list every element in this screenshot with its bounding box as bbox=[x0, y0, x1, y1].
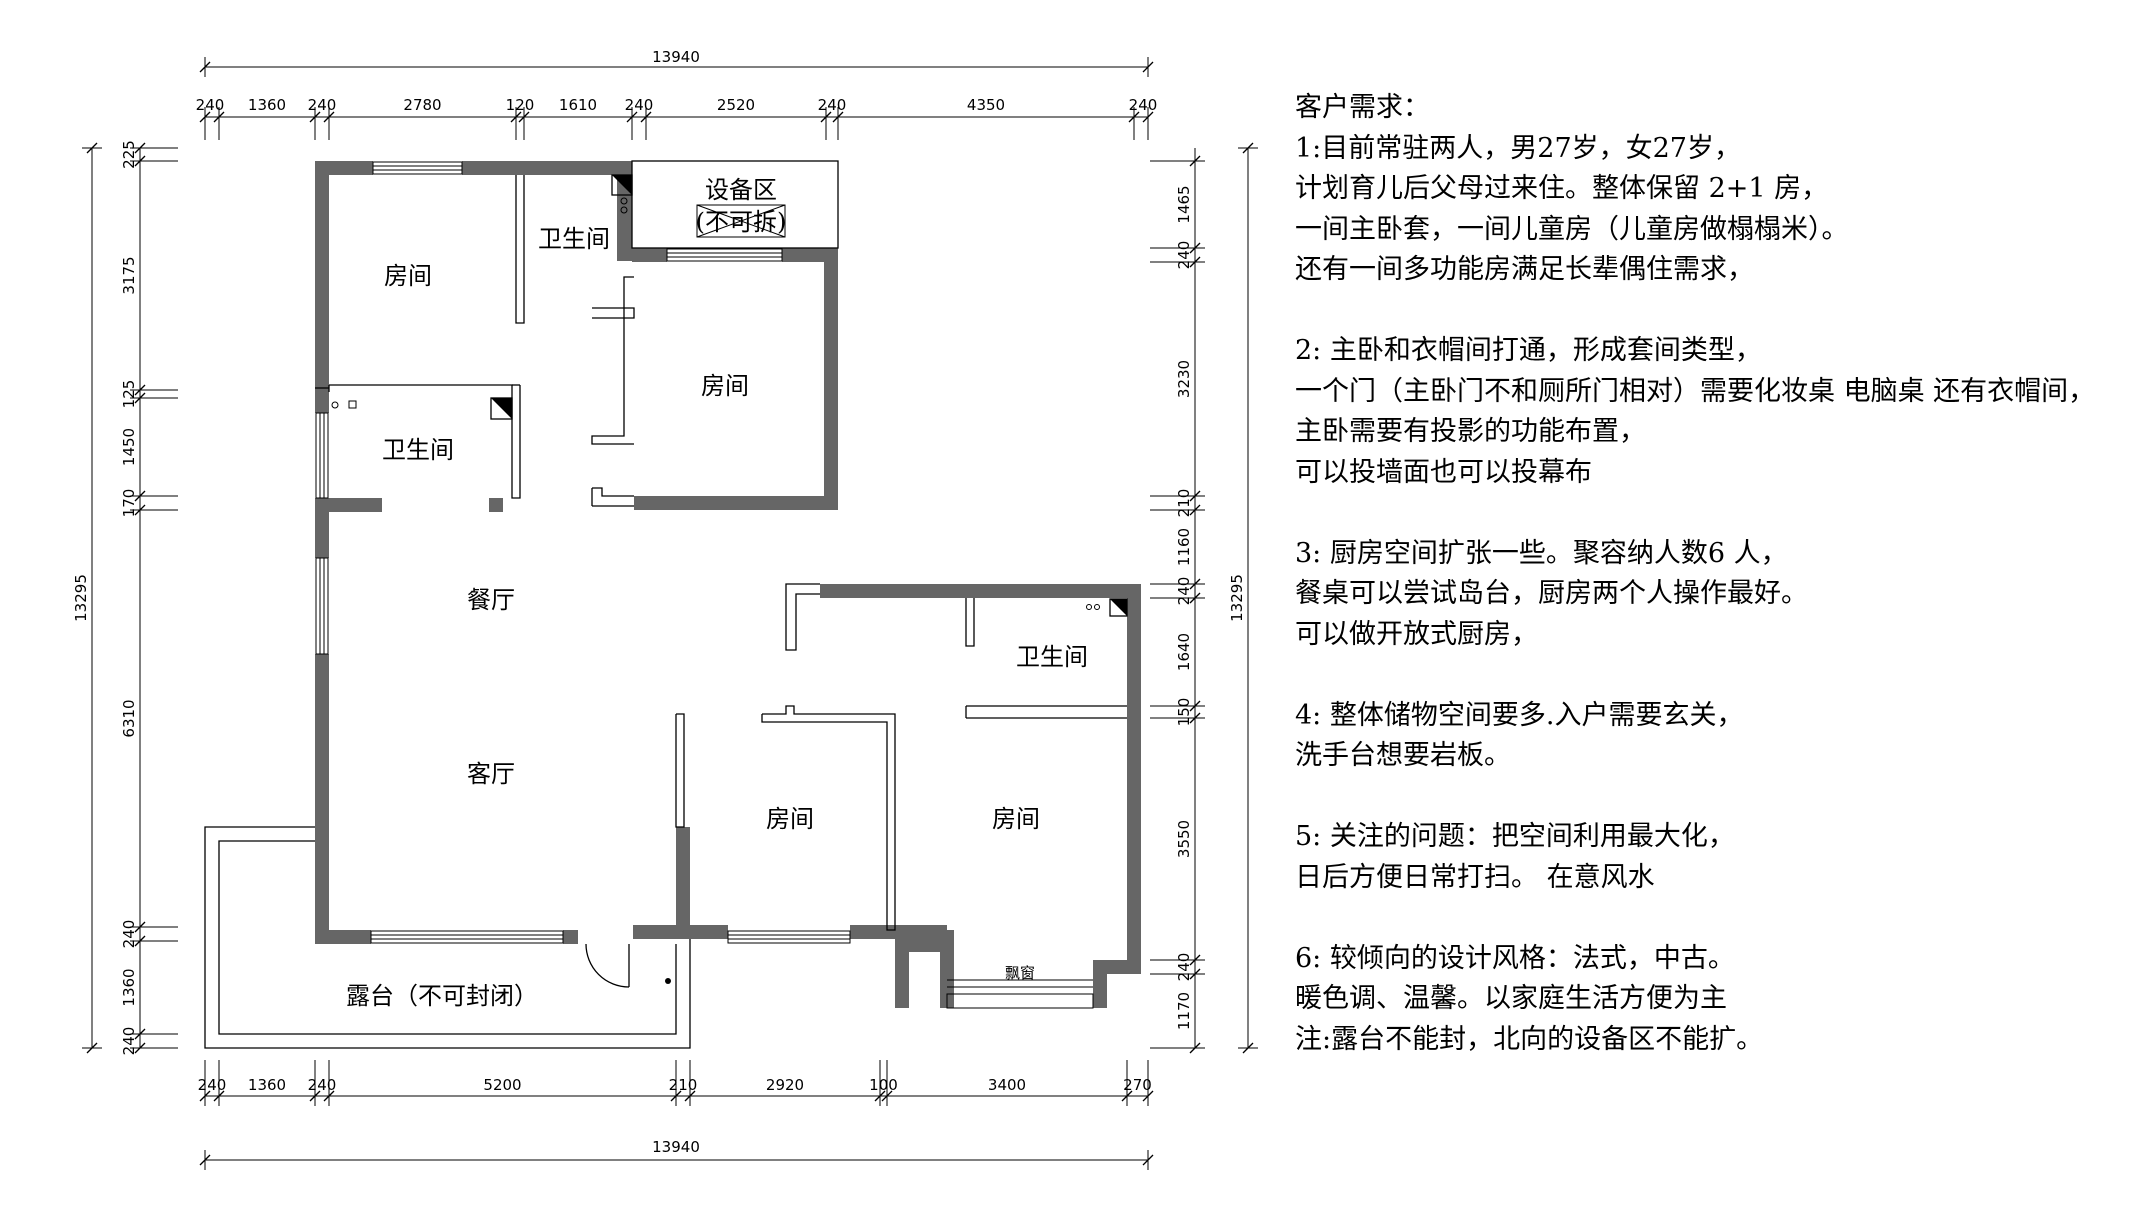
dimension-right: 3550 bbox=[1175, 820, 1193, 858]
room-label-terrace: 露台（不可封闭） bbox=[346, 982, 538, 1010]
room-label-dining: 餐厅 bbox=[467, 586, 515, 614]
requirement-line: 洗手台想要岩板。 bbox=[1295, 740, 1511, 771]
dimension-left: 225 bbox=[120, 140, 138, 169]
dimension-top: 1360 bbox=[248, 96, 286, 114]
dimension-top: 240 bbox=[308, 96, 337, 114]
dimension-lines: 13940 240 1360 240 2780 120 1610 240 2520 240 4350… bbox=[72, 48, 1258, 1170]
requirement-line: 餐桌可以尝试岛台，厨房两个人操作最好。 bbox=[1295, 578, 1808, 609]
dimension-bottom: 2920 bbox=[766, 1076, 804, 1094]
dimension-left: 125 bbox=[120, 380, 138, 409]
dimension-bottom: 100 bbox=[869, 1076, 898, 1094]
windows-and-partitions bbox=[204, 160, 1127, 1049]
room-label-bath-n: 卫生间 bbox=[538, 225, 610, 253]
requirement-line: 日后方便日常打扫。 在意风水 bbox=[1295, 861, 1655, 893]
requirement-line: 还有一间多功能房满足长辈偶住需求， bbox=[1295, 254, 1754, 285]
room-label-equip-note: (不可拆) bbox=[696, 208, 787, 236]
dimension-right: 150 bbox=[1175, 698, 1193, 727]
dimension-bottom: 1360 bbox=[248, 1076, 286, 1094]
walls bbox=[315, 161, 1141, 1008]
requirement-line: 计划育儿后父母过来住。整体保留 2+1 房， bbox=[1295, 173, 1829, 204]
requirement-line: 一个门（主卧门不和厕所门相对）需要化妆桌 电脑桌 还有衣帽间， bbox=[1295, 375, 2096, 407]
requirement-line: 注:露台不能封，北向的设备区不能扩。 bbox=[1295, 1023, 1764, 1055]
dimension-left-total: 13295 bbox=[72, 574, 90, 622]
requirement-line: 主卧需要有投影的功能布置， bbox=[1295, 416, 1646, 447]
dimension-top: 2780 bbox=[403, 96, 441, 114]
dimension-right: 3230 bbox=[1175, 360, 1193, 398]
dimension-left: 1360 bbox=[120, 968, 138, 1006]
dimension-right: 240 bbox=[1175, 241, 1193, 270]
dimension-bottom: 240 bbox=[198, 1076, 227, 1094]
dimension-bottom: 210 bbox=[669, 1076, 698, 1094]
requirement-line: 1:目前常驻两人，男27岁，女27岁， bbox=[1295, 132, 1741, 164]
dimension-bottom: 240 bbox=[308, 1076, 337, 1094]
dimension-right: 1170 bbox=[1175, 992, 1193, 1030]
requirement-line bbox=[1295, 291, 2135, 332]
requirements-list: 1:目前常驻两人，男27岁，女27岁， 计划育儿后父母过来住。整体保留 2+1 房… bbox=[1295, 129, 2135, 1061]
dimension-top: 4350 bbox=[967, 96, 1005, 114]
requirement-line: 可以做开放式厨房， bbox=[1295, 618, 1538, 650]
requirement-line bbox=[1295, 898, 2135, 939]
dimension-left: 3175 bbox=[120, 256, 138, 294]
room-label-s1: 房间 bbox=[766, 805, 814, 833]
dimension-right: 240 bbox=[1175, 953, 1193, 982]
dimension-bottom: 5200 bbox=[483, 1076, 521, 1094]
requirement-line: 4: 整体储物空间要多.入户需要玄关， bbox=[1295, 699, 1744, 731]
room-label-bath-w: 卫生间 bbox=[382, 436, 454, 464]
dimension-top: 240 bbox=[196, 96, 225, 114]
dimension-top-total: 13940 bbox=[652, 48, 700, 66]
bathroom-fixtures bbox=[331, 174, 1128, 984]
dimension-top: 240 bbox=[1129, 96, 1158, 114]
client-requirements: 客户需求： 1:目前常驻两人，男27岁，女27岁， 计划育儿后父母过来住。整体保留… bbox=[1295, 88, 2135, 1060]
requirement-line bbox=[1295, 493, 2135, 534]
dimension-right-total: 13295 bbox=[1228, 574, 1246, 622]
dimension-left: 240 bbox=[120, 1027, 138, 1056]
dimension-top: 240 bbox=[625, 96, 654, 114]
room-label-ne: 房间 bbox=[701, 372, 749, 400]
requirements-title: 客户需求： bbox=[1295, 92, 1430, 123]
dimension-top: 120 bbox=[506, 96, 535, 114]
dimension-left: 170 bbox=[120, 489, 138, 518]
dimension-top: 2520 bbox=[717, 96, 755, 114]
dimension-left: 240 bbox=[120, 920, 138, 949]
dimension-left: 1450 bbox=[120, 428, 138, 466]
requirement-line: 2: 主卧和衣帽间打通，形成套间类型， bbox=[1295, 335, 1762, 366]
dimension-bottom: 3400 bbox=[988, 1076, 1026, 1094]
requirement-line bbox=[1295, 655, 2135, 696]
requirement-line: 可以投墙面也可以投幕布 bbox=[1295, 456, 1592, 488]
dimension-right: 1160 bbox=[1175, 528, 1193, 566]
room-label-living: 客厅 bbox=[467, 760, 515, 788]
requirement-line: 3: 厨房空间扩张一些。聚容纳人数6 人， bbox=[1295, 537, 1788, 569]
room-label-equip: 设备区 bbox=[705, 176, 777, 204]
dimension-right: 210 bbox=[1175, 489, 1193, 518]
room-label-s2: 房间 bbox=[992, 805, 1040, 833]
dimension-left: 6310 bbox=[120, 699, 138, 737]
room-label-bath-e: 卫生间 bbox=[1016, 643, 1088, 671]
floor-plan: 13940 240 1360 240 2780 120 1610 240 2520 240 4350… bbox=[72, 48, 1258, 1170]
dimension-top: 240 bbox=[818, 96, 847, 114]
requirement-line: 暖色调、温馨。以家庭生活方便为主 bbox=[1295, 983, 1727, 1014]
room-label-bay: 飘窗 bbox=[1005, 964, 1035, 982]
requirement-line: 6: 较倾向的设计风格：法式，中古。 bbox=[1295, 942, 1735, 974]
dimension-top: 1610 bbox=[559, 96, 597, 114]
dimension-bottom: 270 bbox=[1123, 1076, 1152, 1094]
requirement-line bbox=[1295, 777, 2135, 818]
dimension-right: 1640 bbox=[1175, 633, 1193, 671]
requirement-line: 一间主卧套，一间儿童房（儿童房做榻榻米）。 bbox=[1295, 213, 1849, 245]
dimension-right: 1465 bbox=[1175, 185, 1193, 223]
requirement-line: 5: 关注的问题：把空间利用最大化， bbox=[1295, 821, 1735, 852]
room-labels: 房间 卫生间 设备区 (不可拆) 房间 卫生间 餐厅 客厅 卫生间 房间 房间 … bbox=[346, 176, 1088, 1010]
dimension-bottom-total: 13940 bbox=[652, 1138, 700, 1156]
room-label-nw: 房间 bbox=[384, 262, 432, 290]
dimension-right: 240 bbox=[1175, 577, 1193, 606]
